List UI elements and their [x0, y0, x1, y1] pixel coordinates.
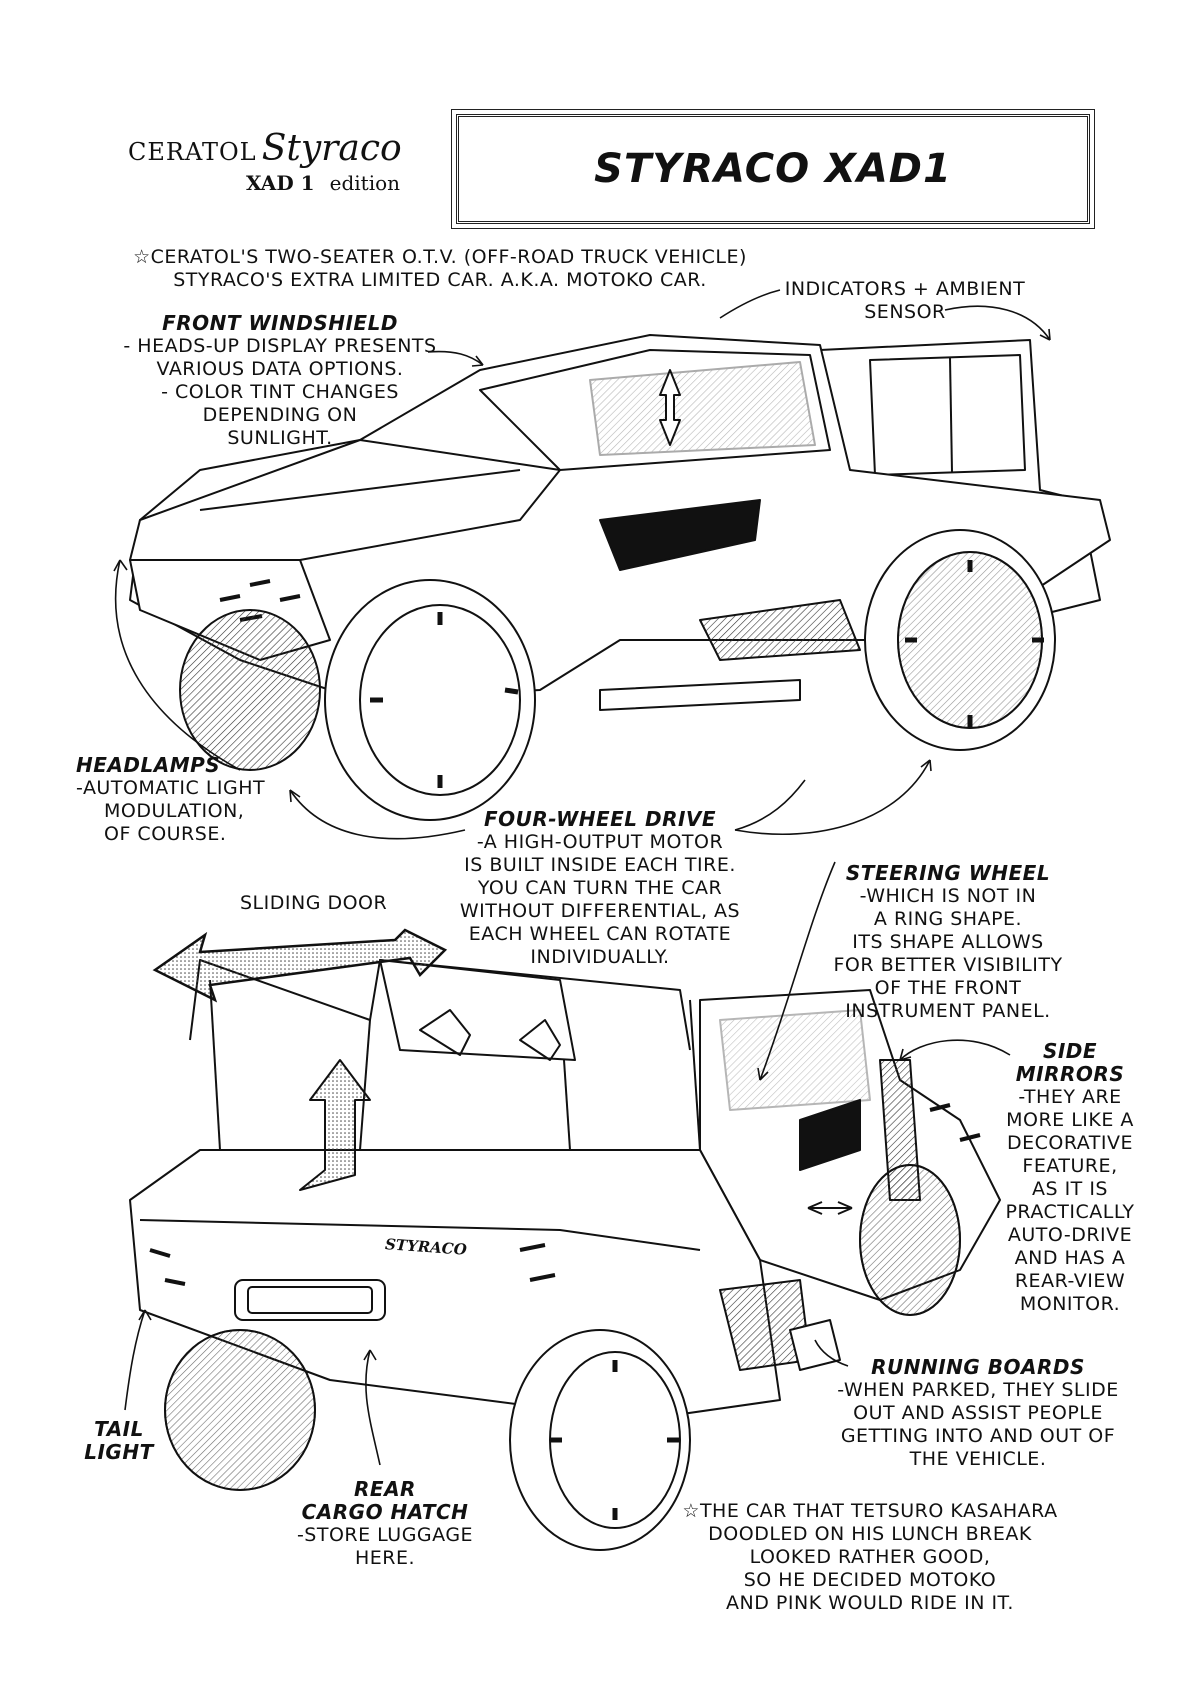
callout-title: RUNNING BOARDS: [871, 1355, 1085, 1379]
intro-line: STYRACO'S EXTRA LIMITED CAR. A.K.A. MOTO…: [173, 269, 707, 291]
callout-sliding-door: SLIDING DOOR: [240, 892, 440, 915]
intro-line: ☆CERATOL'S TWO-SEATER O.T.V. (OFF-ROAD T…: [133, 246, 747, 268]
intro-text: ☆CERATOL'S TWO-SEATER O.T.V. (OFF-ROAD T…: [100, 246, 780, 292]
callout-leader-lines: [113, 289, 1051, 1466]
callout-text: - COLOR TINT CHANGES: [161, 381, 399, 403]
bottom-car-drawing: [129, 959, 1001, 1551]
callout-text: OF THE FRONT: [874, 977, 1022, 999]
callout-text: -STORE LUGGAGE: [296, 1524, 474, 1546]
callout-text: -WHICH IS NOT IN: [859, 885, 1037, 907]
callout-text: ITS SHAPE ALLOWS: [852, 931, 1044, 953]
callout-text: SENSOR: [864, 301, 946, 323]
callout-side-mirrors: SIDE MIRRORS -THEY ARE MORE LIKE A DECOR…: [1000, 1040, 1140, 1316]
callout-indicators: INDICATORS + AMBIENT SENSOR: [770, 278, 1040, 324]
callout-running-boards: RUNNING BOARDS -WHEN PARKED, THEY SLIDE …: [828, 1356, 1128, 1471]
callout-tail-light: TAIL LIGHT: [64, 1418, 174, 1464]
callout-title: CARGO HATCH: [301, 1500, 469, 1524]
callout-text: WITHOUT DIFFERENTIAL, AS: [459, 900, 741, 922]
callout-text: HERE.: [354, 1547, 416, 1569]
callout-text: -WHEN PARKED, THEY SLIDE: [837, 1379, 1119, 1401]
callout-title: FRONT WINDSHIELD: [162, 311, 398, 335]
closing-line: ☆THE CAR THAT TETSURO KASAHARA: [682, 1500, 1058, 1522]
callout-text: GETTING INTO AND OUT OF: [840, 1425, 1116, 1447]
callout-text: SUNLIGHT.: [227, 427, 333, 449]
callout-title: STEERING WHEEL: [845, 861, 1051, 885]
callout-text: FOR BETTER VISIBILITY: [833, 954, 1063, 976]
brand-name: CERATOL: [128, 138, 257, 166]
closing-line: SO HE DECIDED MOTOKO: [743, 1569, 997, 1591]
callout-text: AND HAS A: [1014, 1247, 1126, 1269]
brand-logo: CERATOL Styraco XAD 1 edition: [128, 128, 428, 208]
callout-text: PRACTICALLY: [1005, 1201, 1135, 1223]
callout-title: MIRRORS: [1015, 1062, 1125, 1086]
brand-edition-code: XAD 1: [246, 171, 315, 195]
callout-text: DECORATIVE: [1006, 1132, 1134, 1154]
callout-text: MORE LIKE A: [1006, 1109, 1134, 1131]
top-car-drawing: [129, 334, 1111, 821]
callout-text: REAR-VIEW: [1014, 1270, 1126, 1292]
title-panel: STYRACO XAD1: [451, 109, 1095, 229]
callout-rear-cargo-hatch: REAR CARGO HATCH -STORE LUGGAGE HERE.: [270, 1478, 500, 1570]
callout-text: DEPENDING ON: [202, 404, 358, 426]
callout-text: EACH WHEEL CAN ROTATE: [468, 923, 732, 945]
callout-text: A RING SHAPE.: [873, 908, 1023, 930]
callout-title: HEADLAMPS: [76, 753, 221, 777]
callout-text: -AUTOMATIC LIGHT: [76, 777, 266, 799]
closing-line: DOODLED ON HIS LUNCH BREAK: [708, 1523, 1032, 1545]
callout-text: -THEY ARE: [1018, 1086, 1122, 1108]
sliding-door-arrow: [152, 928, 448, 1003]
callout-text: MONITOR.: [1019, 1293, 1121, 1315]
callout-front-windshield: FRONT WINDSHIELD - HEADS-UP DISPLAY PRES…: [120, 312, 440, 450]
callout-text: YOU CAN TURN THE CAR: [477, 877, 723, 899]
callout-title: LIGHT: [84, 1440, 154, 1464]
callout-text: INSTRUMENT PANEL.: [845, 1000, 1051, 1022]
callout-text: IS BUILT INSIDE EACH TIRE.: [464, 854, 736, 876]
callout-text: INDIVIDUALLY.: [530, 946, 670, 968]
callout-text: SLIDING DOOR: [240, 892, 388, 914]
callout-four-wheel-drive: FOUR-WHEEL DRIVE -A HIGH-OUTPUT MOTOR IS…: [440, 808, 760, 969]
callout-text: OUT AND ASSIST PEOPLE: [853, 1402, 1103, 1424]
callout-headlamps: HEADLAMPS -AUTOMATIC LIGHT MODULATION, O…: [76, 754, 296, 846]
callout-text: MODULATION,: [104, 800, 245, 822]
page-title: STYRACO XAD1: [594, 146, 952, 192]
callout-text: INDICATORS + AMBIENT: [784, 278, 1026, 300]
callout-title: FOUR-WHEEL DRIVE: [483, 807, 717, 831]
callout-title: SIDE: [1042, 1039, 1098, 1063]
callout-steering-wheel: STEERING WHEEL -WHICH IS NOT IN A RING S…: [828, 862, 1068, 1023]
callout-text: OF COURSE.: [104, 823, 227, 845]
brand-model-script: Styraco: [261, 128, 402, 169]
closing-line: AND PINK WOULD RIDE IN IT.: [726, 1592, 1014, 1614]
callout-text: - HEADS-UP DISPLAY PRESENTS: [123, 335, 437, 357]
callout-title: TAIL: [94, 1417, 144, 1441]
callout-text: AUTO-DRIVE: [1007, 1224, 1133, 1246]
callout-text: THE VEHICLE.: [909, 1448, 1047, 1470]
callout-text: AS IT IS: [1031, 1178, 1108, 1200]
callout-text: VARIOUS DATA OPTIONS.: [156, 358, 404, 380]
callout-title: REAR: [354, 1477, 416, 1501]
closing-note: ☆THE CAR THAT TETSURO KASAHARA DOODLED O…: [660, 1500, 1080, 1615]
closing-line: LOOKED RATHER GOOD,: [749, 1546, 991, 1568]
brand-edition-label: edition: [329, 171, 401, 195]
callout-text: -A HIGH-OUTPUT MOTOR: [476, 831, 724, 853]
callout-text: FEATURE,: [1022, 1155, 1118, 1177]
